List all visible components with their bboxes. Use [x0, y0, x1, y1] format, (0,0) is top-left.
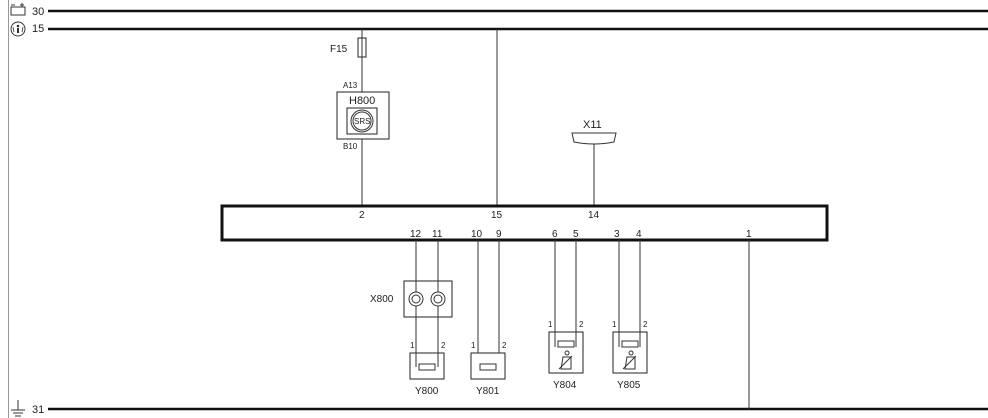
connector-label: X800	[370, 294, 394, 305]
clock-spring-x800: X800	[370, 280, 453, 318]
diagnostic-connector-x11: X11	[571, 119, 617, 145]
pin-label: 11	[432, 229, 443, 240]
warning-lamp-h800: H800 SRS	[336, 91, 390, 140]
pin-label: 15	[491, 210, 503, 221]
pin-label: 2	[579, 320, 584, 329]
actuator-y801: 1 2 Y801	[470, 341, 507, 397]
airbag-control-unit: 2 15 14 12 11 10 9 6 5 3 4 1	[220, 204, 829, 242]
igniter-icon	[479, 363, 497, 371]
rail-15: 15	[10, 21, 988, 37]
pin-label: 1	[471, 341, 476, 350]
rail-label: 31	[32, 404, 44, 416]
pin-label: 2	[359, 210, 365, 221]
pin-label: 5	[573, 229, 579, 240]
pin-label: 1	[746, 229, 752, 240]
pin-label: 3	[614, 229, 620, 240]
igniter-icon	[418, 363, 436, 371]
igniter-icon	[557, 340, 575, 348]
actuator-y804: 1 2 Y804	[548, 320, 584, 391]
seat-belt-icon	[622, 350, 637, 370]
pin-label: 2	[502, 341, 507, 350]
rail-30: 30	[10, 3, 988, 18]
igniter-icon	[621, 340, 639, 348]
pin-label: 4	[636, 229, 642, 240]
rail-label: 30	[32, 6, 44, 18]
battery-icon	[10, 3, 26, 16]
actuator-y800: 1 2 Y800	[409, 341, 446, 397]
pin-label: A13	[343, 81, 358, 90]
pin-label: 1	[548, 320, 553, 329]
pin-label: 10	[471, 229, 483, 240]
pin-label: 2	[441, 341, 446, 350]
fuse-label: F15	[330, 44, 348, 55]
fuse-f15: F15	[330, 37, 367, 58]
seat-belt-icon	[558, 350, 573, 370]
ground-icon	[11, 400, 25, 417]
pin-label: 14	[588, 210, 600, 221]
pin-label: 9	[496, 229, 502, 240]
lamp-label: H800	[349, 95, 375, 107]
actuator-label: Y804	[553, 380, 577, 391]
pin-label: 6	[552, 229, 558, 240]
pin-label: B10	[343, 142, 358, 151]
pin-label: 2	[643, 320, 648, 329]
rail-31: 31	[11, 400, 988, 417]
rail-label: 15	[32, 23, 44, 35]
actuator-label: Y801	[476, 386, 500, 397]
pin-label: 1	[612, 320, 617, 329]
actuator-label: Y800	[415, 386, 439, 397]
srs-symbol: SRS	[354, 117, 370, 126]
connector-label: X11	[583, 119, 602, 131]
ignition-icon	[10, 21, 26, 37]
pin-label: 1	[410, 341, 415, 350]
actuator-label: Y805	[617, 380, 641, 391]
pin-label: 12	[410, 229, 422, 240]
actuator-y805: 1 2 Y805	[612, 320, 648, 391]
